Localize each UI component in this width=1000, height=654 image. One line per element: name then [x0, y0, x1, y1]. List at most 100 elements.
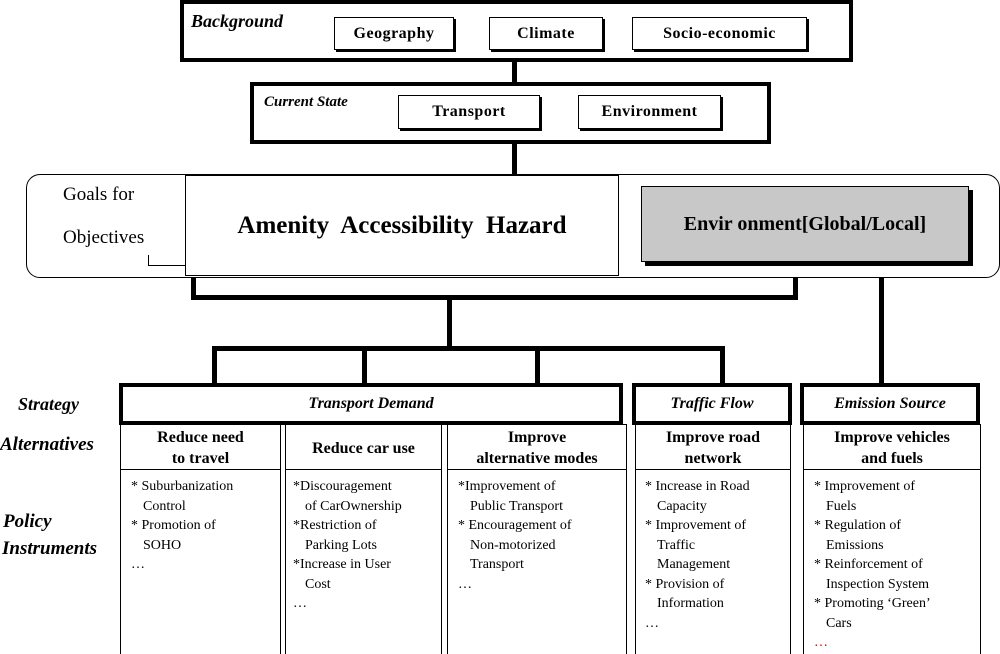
policy-item-text: * Encouragement of [458, 518, 572, 533]
strategy-transport-demand: Transport Demand [119, 383, 623, 425]
policy-item-cont: Emissions [826, 537, 884, 553]
alternative-title-line1: Improve vehicles [834, 429, 950, 446]
policy-item: … [645, 614, 791, 634]
background-box [180, 0, 853, 62]
alternative-title-divider [285, 469, 442, 470]
goals-label-bracket [148, 255, 186, 266]
background-label: Background [191, 11, 284, 31]
policy-item-text: … [131, 557, 145, 572]
alternative-title-line2: and fuels [861, 450, 923, 467]
policy-item-cont: Transport [470, 557, 524, 572]
policy-item-cont: Inspection System [826, 576, 930, 592]
policy-item-text: * Improvement of [645, 518, 747, 533]
policy-item-text: … [814, 635, 828, 650]
alternative-title-vehicles-fuels: Improve vehicles and fuels [803, 427, 981, 469]
policy-item-cont: Capacity [657, 498, 707, 514]
alternative-title-line1: Improve [507, 429, 567, 446]
policy-item-text: * Regulation of [814, 518, 902, 533]
alternative-column-reduce-car-use [285, 424, 442, 654]
alternative-title-line1: Reduce car use [312, 439, 415, 457]
alternative-title-line1: Improve road [665, 429, 761, 446]
goals-label-line1: Goals for [63, 184, 135, 205]
strategy-emission-source: Emission Source [800, 383, 980, 425]
alternative-title-divider [447, 469, 627, 470]
policy-item-text: * Provision of [645, 576, 725, 592]
policy-item-text: * Promotion of [131, 518, 216, 533]
policy-item-text: * Promoting ‘Green’ [814, 596, 931, 611]
alternative-title-divider [803, 469, 981, 470]
policy-item: *Improvement of Public Transport [458, 477, 626, 516]
policy-item-text: *Increase in User [293, 557, 391, 572]
policy-list-vehicles-fuels: * Improvement of Fuels * Regulation of Emi… [814, 477, 980, 653]
row-label-instruments: Instruments [2, 538, 98, 559]
connector-drop-3 [535, 346, 540, 384]
policy-item-cont: Public Transport [470, 498, 563, 514]
policy-item-cont: Information [657, 596, 724, 611]
policy-item: *Discouragement of CarOwnership [293, 477, 441, 516]
policy-item-text: * Improvement of [814, 479, 916, 494]
connector-background-current [512, 60, 517, 84]
connector-drop-4 [720, 346, 725, 384]
policy-item: … [293, 594, 441, 614]
row-label-policy: Policy [3, 511, 52, 532]
connector-emission-down [879, 265, 884, 384]
connector-goals-left-down [191, 275, 196, 299]
goals-criteria-box: Amenity Accessibility Hazard [185, 175, 619, 276]
alternative-column-vehicles-fuels [803, 424, 981, 654]
policy-item: * Regulation of Emissions [814, 516, 980, 555]
current-state-item-transport: Transport [398, 95, 540, 129]
background-item-geography: Geography [334, 17, 454, 50]
alternative-column-alternative-modes [447, 424, 627, 654]
policy-item-text: … [458, 576, 472, 592]
current-state-item-environment: Environment [578, 95, 721, 129]
alternative-title-alternative-modes: Improve alternative modes [447, 427, 627, 469]
alternative-title-road-network: Improve road network [635, 427, 791, 469]
policy-item-text: *Improvement of [458, 479, 556, 494]
policy-item-cont: SOHO [143, 537, 182, 553]
goals-environment-box: Envir onment[Global/Local] [641, 186, 969, 262]
policy-item-cont: of CarOwnership [305, 498, 402, 514]
policy-item-ellipsis: … [814, 633, 980, 653]
alternative-title-divider [635, 469, 791, 470]
policy-list-alternative-modes: *Improvement of Public Transport * Encour… [458, 477, 626, 594]
alternative-title-reduce-car-use: Reduce car use [285, 427, 442, 469]
connector-mid-down [447, 295, 452, 350]
policy-item: … [458, 575, 626, 595]
policy-item: * Promoting ‘Green’Cars [814, 594, 980, 633]
policy-item-cont: Fuels [826, 498, 857, 514]
alternative-column-road-network [635, 424, 791, 654]
policy-item-cont: Control [143, 498, 186, 514]
connector-goals-horizontal [191, 295, 798, 300]
policy-item-text: … [645, 615, 659, 631]
alternative-title-line2: to travel [171, 450, 230, 467]
policy-item-cont: Management [657, 557, 731, 572]
connector-drop-1 [212, 346, 217, 384]
connector-env-down [793, 265, 798, 299]
policy-list-reduce-car-use: *Discouragement of CarOwnership *Restrict… [293, 477, 441, 614]
policy-item: * Promotion of SOHO [131, 516, 279, 555]
policy-item-text: * Suburbanization [131, 479, 234, 494]
strategy-traffic-flow: Traffic Flow [632, 383, 792, 425]
alternative-title-divider [120, 469, 281, 470]
goals-label-line2: Objectives [63, 227, 145, 248]
policy-item-text: … [293, 596, 307, 611]
policy-item-cont: Parking Lots [305, 537, 377, 553]
alternative-title-line2: network [684, 450, 742, 467]
row-label-alternatives: Alternatives [0, 434, 94, 455]
policy-item-text: *Discouragement [293, 479, 392, 494]
policy-item-text: * Increase in Road [645, 479, 750, 494]
policy-item: * Provision of Information [645, 575, 791, 614]
policy-item-cont: Traffic [657, 537, 696, 553]
alternative-title-line2: alternative modes [476, 450, 598, 467]
policy-item: … [131, 555, 279, 575]
alternative-title-reduce-need: Reduce need to travel [120, 427, 281, 469]
